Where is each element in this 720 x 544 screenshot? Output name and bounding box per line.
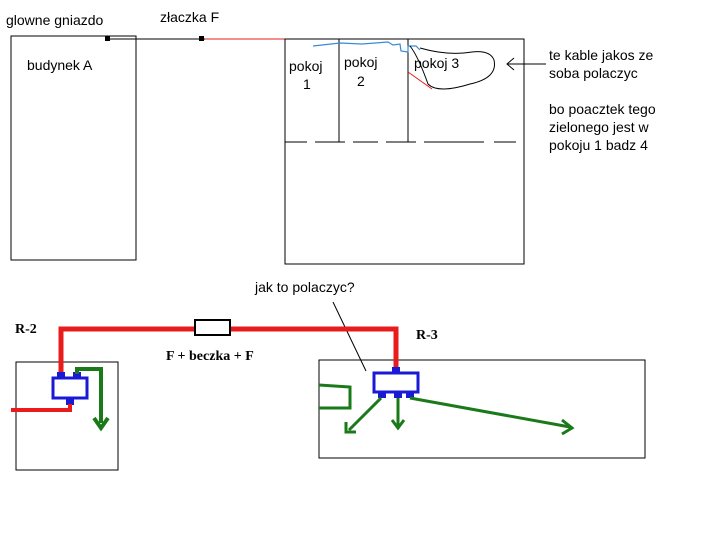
label-r3: R-3 (416, 328, 438, 343)
label-question: jak to polaczyc? (254, 279, 355, 295)
r3-splitter-port-b (378, 391, 386, 398)
building-a-box (10, 35, 137, 261)
red-wire-room3 (407, 71, 433, 90)
label-main-socket: glowne gniazdo (6, 12, 104, 28)
r3-green-arrow-3 (561, 418, 575, 436)
building-b-box (284, 38, 525, 265)
coupler-barrel (194, 319, 231, 336)
r3-splitter-port-d (406, 391, 414, 398)
socket-marker (105, 36, 110, 41)
r3-green-loose-cable (318, 383, 352, 410)
label-room3: pokoj 3 (414, 55, 459, 71)
label-room2-line1: pokoj (344, 54, 377, 70)
note-arrow (506, 57, 546, 71)
r3-splitter-port-c (394, 391, 402, 398)
r2-splitter-port-c (66, 398, 74, 405)
connector-f-marker (199, 36, 204, 41)
r2-box (15, 361, 119, 471)
r2-splitter (51, 376, 89, 400)
r3-splitter-port-a (392, 367, 400, 374)
label-connector-f: złaczka F (160, 9, 219, 25)
r3-splitter (372, 371, 420, 394)
label-room1-line2: 1 (303, 76, 311, 92)
label-coupler: F + beczka + F (166, 349, 254, 364)
r2-green-arrow (92, 416, 110, 432)
room3-outline (409, 45, 495, 90)
note2-line3: pokoju 1 badz 4 (549, 137, 648, 153)
r2-red-output (11, 404, 72, 412)
question-pointer (332, 301, 367, 372)
label-building-a: budynek A (27, 57, 93, 73)
label-r2: R-2 (15, 322, 37, 337)
note2-line2: zielonego jest w (549, 119, 650, 135)
r3-green-arrow-1 (344, 422, 356, 434)
r3-green-out-1 (347, 396, 383, 432)
r2-splitter-port-a (57, 372, 65, 379)
note2-line1: bo poacztek tego (549, 101, 656, 117)
note1-line1: te kable jakos ze (549, 47, 653, 63)
r3-green-arrow-2 (390, 419, 406, 431)
r3-green-out-3 (409, 396, 571, 429)
label-room1-line1: pokoj (289, 58, 322, 74)
r2-green-cable (75, 367, 103, 423)
blue-cable-scribble (312, 41, 421, 53)
note1-line2: soba polaczyc (549, 65, 638, 81)
r2-splitter-port-b (73, 372, 81, 379)
label-room2-line2: 2 (357, 73, 365, 89)
